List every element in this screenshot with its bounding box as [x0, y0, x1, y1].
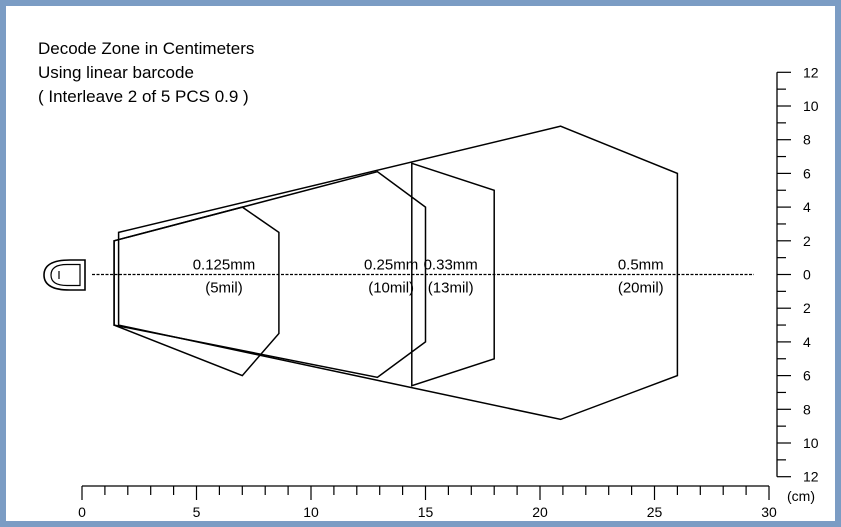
x-tick-label: 10 — [303, 504, 319, 520]
zones-layer: 0.125mm (5mil) 0.25mm (10mil) 0.33mm (13mil) 0… — [113, 125, 679, 421]
title-line-2: Using linear barcode — [38, 63, 194, 82]
y-tick-label: 4 — [803, 334, 811, 350]
zone-2-mil-label: (10mil) — [368, 280, 414, 297]
scanner-icon — [43, 259, 86, 291]
y-tick-label: 12 — [803, 64, 819, 80]
title-line-3: ( Interleave 2 of 5 PCS 0.9 ) — [38, 87, 249, 106]
y-tick-label: 12 — [803, 469, 819, 485]
y-tick-label: 10 — [803, 435, 819, 451]
y-tick-label: 10 — [803, 98, 819, 114]
zone-3-outline — [411, 162, 495, 387]
zone-1-size-label: 0.125mm — [193, 257, 256, 274]
x-axis-unit-label: (cm) — [787, 488, 815, 504]
y-tick-label: 6 — [803, 165, 811, 181]
y-tick-label: 6 — [803, 368, 811, 384]
y-tick-label: 2 — [803, 300, 811, 316]
x-tick-label: 30 — [761, 504, 777, 520]
zone-2-size-label: 0.25mm — [364, 257, 418, 274]
y-tick-label: 4 — [803, 199, 811, 215]
zone-4-outline — [117, 125, 679, 421]
decode-zone-diagram: Decode Zone in Centimeters Using linear … — [38, 39, 819, 520]
y-tick-label: 8 — [803, 132, 811, 148]
y-tick-label: 2 — [803, 233, 811, 249]
y-tick-label: 0 — [803, 267, 811, 283]
x-tick-label: 25 — [647, 504, 663, 520]
title-line-1: Decode Zone in Centimeters — [38, 39, 254, 58]
x-axis: 0 5 10 15 20 25 30 (cm) — [78, 485, 815, 520]
x-tick-label: 15 — [418, 504, 434, 520]
zone-1-mil-label: (5mil) — [205, 280, 243, 297]
x-tick-label: 5 — [193, 504, 201, 520]
zone-4-mil-label: (20mil) — [618, 280, 664, 297]
zone-1-outline — [113, 206, 280, 377]
y-tick-label: 8 — [803, 401, 811, 417]
zone-3-size-label: 0.33mm — [424, 257, 478, 274]
x-tick-label: 0 — [78, 504, 86, 520]
zone-2-outline — [113, 170, 427, 379]
zone-4-size-label: 0.5mm — [618, 257, 664, 274]
zone-3-mil-label: (13mil) — [428, 280, 474, 297]
y-axis: 12 10 8 6 4 2 0 2 4 6 8 10 12 — [776, 64, 819, 485]
x-tick-label: 20 — [532, 504, 548, 520]
